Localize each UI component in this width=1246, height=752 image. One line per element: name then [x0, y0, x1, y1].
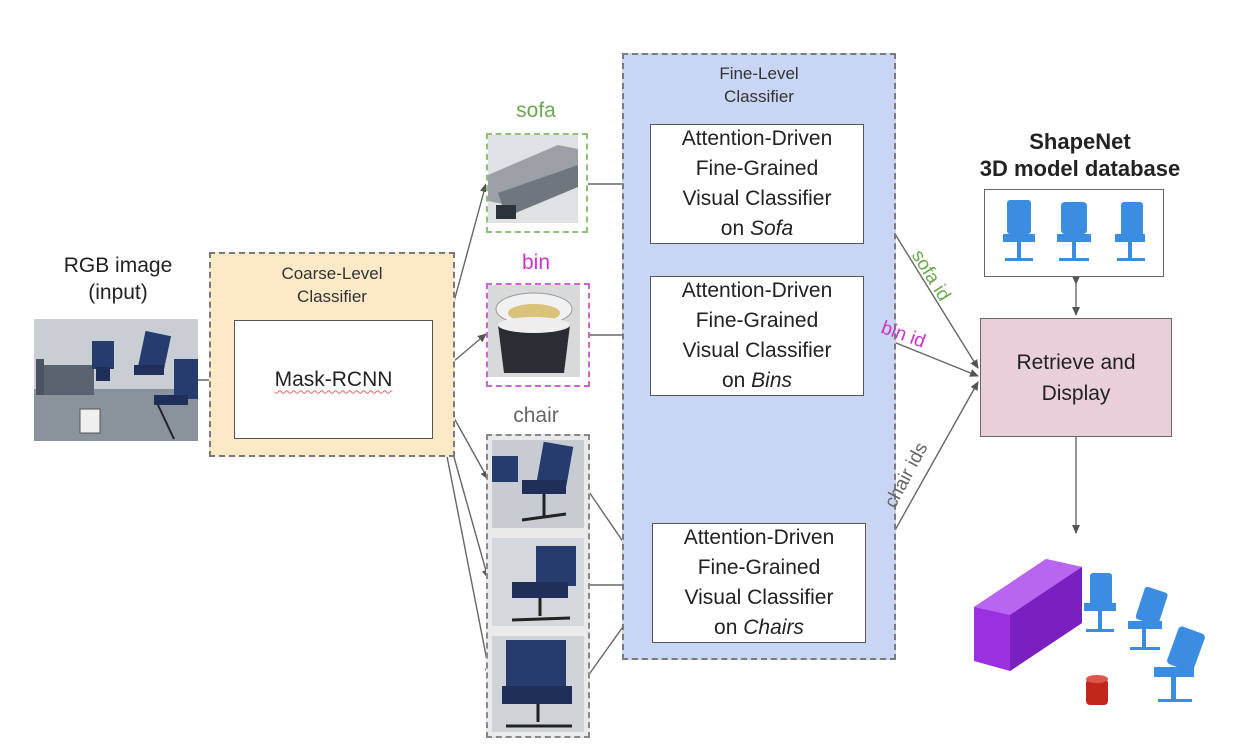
chair-model-icon [1057, 202, 1091, 261]
chair-crop-image-2 [492, 538, 584, 626]
mask-rcnn-box: Mask-RCNN [234, 320, 433, 439]
input-rgb-image [34, 319, 198, 441]
chair-model-icon [1084, 573, 1116, 632]
input-title: RGB image (input) [63, 254, 173, 304]
classifier-target-sofa: Sofa [749, 217, 794, 240]
category-label-bin: bin [521, 251, 551, 274]
classifier-box-chairs: Attention-Driven Fine-Grained Visual Cla… [652, 523, 866, 643]
classifier-target-chairs: Chairs [743, 616, 804, 639]
chair-model-icon [1128, 586, 1168, 650]
coarse-level-title: Coarse-Level Classifier [281, 264, 383, 306]
bin-crop-image [486, 283, 590, 387]
chair-model-icon [1115, 202, 1145, 261]
category-label-sofa: sofa [516, 99, 556, 122]
output-3d-scene [966, 545, 1216, 725]
chair-crop-image-3 [492, 636, 584, 732]
classifier-box-bins: Attention-Driven Fine-Grained Visual Cla… [650, 276, 864, 396]
classifier-box-sofa: Attention-Driven Fine-Grained Visual Cla… [650, 124, 864, 244]
mask-rcnn-label: Mask-RCNN [274, 367, 393, 391]
chair-model-icon [1154, 626, 1205, 702]
classifier-target-bins: Bins [751, 369, 793, 392]
sofa-model-icon [974, 559, 1082, 671]
bin-model-icon [1086, 675, 1108, 705]
chair-model-icon [1003, 200, 1035, 261]
shapenet-model-gallery [984, 189, 1164, 277]
retrieve-display-box: Retrieve and Display [980, 318, 1172, 437]
sofa-crop-image [486, 133, 588, 233]
fine-level-title: Fine-Level Classifier [719, 64, 799, 106]
category-label-chair: chair [513, 404, 559, 427]
chair-crop-image-1 [492, 440, 584, 528]
shapenet-title: ShapeNet 3D model database [979, 129, 1181, 181]
